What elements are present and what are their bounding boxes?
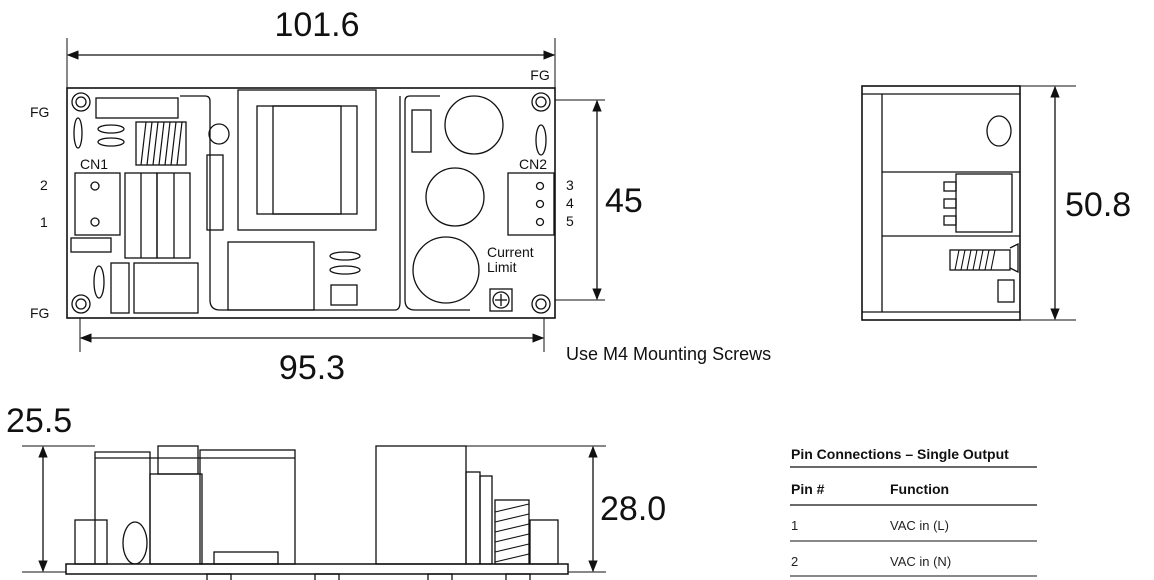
top-left-bar-component <box>95 97 179 119</box>
small-square-component <box>330 284 358 306</box>
capacitor-middle <box>425 167 485 227</box>
cn2-pin-label-5: 5 <box>566 213 574 229</box>
capacitor-bottom <box>412 236 480 304</box>
dim-profile-left: 25.5 <box>6 402 72 440</box>
dim-bottom-width: 95.3 <box>279 349 345 387</box>
top-view <box>66 38 605 352</box>
profile-tall-left-frame <box>94 451 151 564</box>
mounting-hole-bottom-right <box>531 294 551 314</box>
hatch-lines <box>140 121 183 166</box>
side-view <box>861 85 1076 321</box>
cn2-pin-4 <box>535 199 545 209</box>
cn1-label: CN1 <box>80 156 108 172</box>
side-view-coil-hatch <box>954 249 996 271</box>
cn2-pin-label-4: 4 <box>566 195 574 211</box>
oval-component-2 <box>97 137 125 147</box>
secondary-section-outline <box>404 95 470 311</box>
dim-profile-right: 28.0 <box>600 490 666 528</box>
profile-right-narrow <box>465 471 481 565</box>
side-view-pin-3 <box>943 215 957 226</box>
pin-table-row-1-function: VAC in (L) <box>890 518 949 533</box>
cn1-pin-2 <box>90 181 100 191</box>
pin-table-title: Pin Connections – Single Output <box>791 446 1009 462</box>
oval-component-3 <box>329 251 361 261</box>
current-limit-label-line2: Limit <box>487 259 517 275</box>
bottom-center-box <box>227 241 315 311</box>
profile-pin-2 <box>314 573 340 580</box>
small-vertical-block <box>110 262 130 314</box>
pin-table-row-2-function: VAC in (N) <box>890 554 951 569</box>
current-limit-pot <box>489 288 513 312</box>
side-view-outline <box>861 85 1021 321</box>
profile-right-narrow-2 <box>479 475 493 565</box>
primary-section-outline <box>180 95 401 311</box>
profile-left-cylinder <box>74 519 108 565</box>
capacitor-top <box>444 95 504 155</box>
profile-heatsink <box>375 445 467 565</box>
round-component <box>208 123 230 145</box>
oval-component-1 <box>97 124 125 134</box>
transformer-window <box>272 105 342 215</box>
cn1-connector <box>74 172 121 236</box>
mounting-hole-top-left <box>71 92 91 112</box>
bottom-left-box <box>133 262 199 314</box>
profile-component-cap <box>157 445 199 475</box>
profile-transformer <box>199 449 296 565</box>
pin-table-row-1-pin: 1 <box>791 518 798 533</box>
vertical-oval-bottom-left <box>93 265 105 299</box>
cn2-pin-label-3: 3 <box>566 177 574 193</box>
secondary-narrow-block <box>411 109 432 153</box>
fg-label-top-left: FG <box>30 104 49 120</box>
dim-top-width: 101.6 <box>274 6 359 44</box>
side-view-connector <box>955 173 1013 233</box>
cn2-pin-3 <box>535 181 545 191</box>
profile-view <box>22 445 606 580</box>
side-view-pin-1 <box>943 181 957 192</box>
pin-table-header-pin: Pin # <box>791 481 825 497</box>
transformer <box>237 89 377 231</box>
mounting-hole-top-right <box>531 92 551 112</box>
vertical-oval-right <box>535 124 547 156</box>
vertical-oval-left <box>73 117 83 149</box>
profile-component-a <box>149 473 203 565</box>
board-outline <box>66 87 556 319</box>
profile-oval <box>122 521 148 565</box>
dim-right-height: 45 <box>605 182 643 220</box>
pin-connections-table: Pin Connections – Single Output Pin # Fu… <box>790 446 1037 577</box>
oval-component-4 <box>329 265 361 275</box>
profile-transformer-base <box>213 551 279 565</box>
profile-pin-3 <box>427 573 453 580</box>
side-view-oval <box>986 115 1012 147</box>
cn2-pin-5 <box>535 217 545 227</box>
cn2-label: CN2 <box>519 156 547 172</box>
profile-right-coil-hatch <box>494 503 530 563</box>
fg-label-bottom-left: FG <box>30 305 49 321</box>
cn1-pin-label-2: 2 <box>40 177 48 193</box>
cn1-pin-1 <box>90 217 100 227</box>
profile-pin-4 <box>505 573 531 580</box>
side-view-small-block <box>997 279 1015 303</box>
current-limit-label-line1: Current <box>487 244 534 260</box>
dim-side-height: 50.8 <box>1065 186 1131 224</box>
hatched-coil <box>135 121 187 166</box>
mounting-note: Use M4 Mounting Screws <box>566 344 771 364</box>
pin-table-header-function: Function <box>890 481 949 497</box>
profile-board <box>65 563 569 575</box>
pin-table-row-2-pin: 2 <box>791 554 798 569</box>
profile-right-small <box>529 519 559 565</box>
profile-pin-1 <box>206 573 232 580</box>
side-view-bracket <box>1009 242 1019 274</box>
narrow-vertical-component <box>206 154 224 231</box>
side-view-pin-2 <box>943 198 957 209</box>
cn1-pin-label-1: 1 <box>40 214 48 230</box>
transformer-core <box>256 105 358 215</box>
small-block-left <box>70 237 112 253</box>
fg-label-top-right: FG <box>530 67 549 83</box>
profile-right-coil <box>494 499 530 565</box>
cn2-connector <box>507 172 555 236</box>
mounting-hole-bottom-left <box>71 294 91 314</box>
side-view-coil <box>949 249 1011 271</box>
